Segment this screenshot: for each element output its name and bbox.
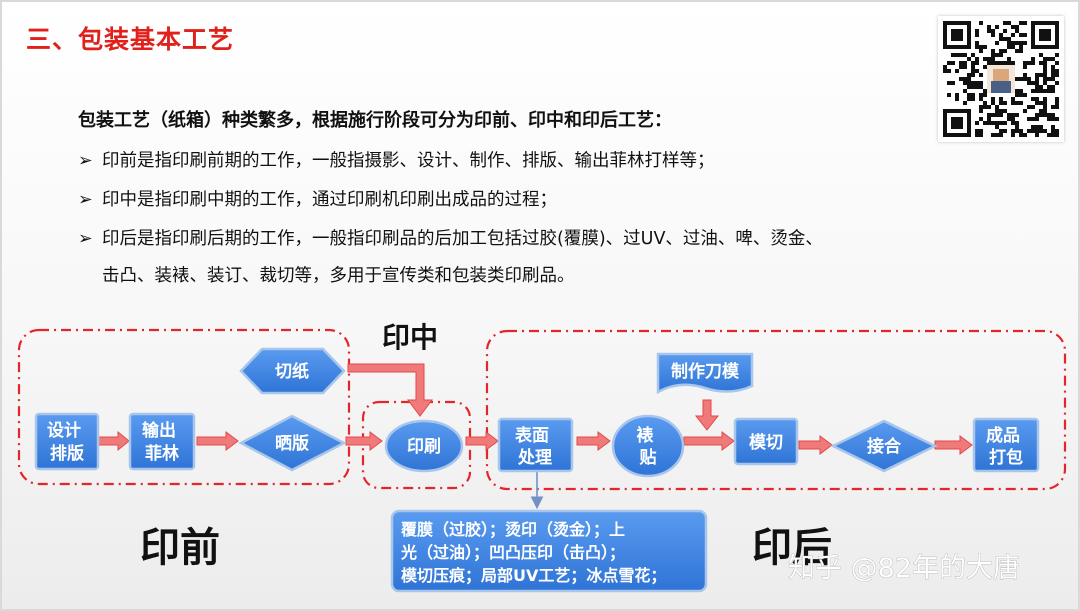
node-output	[128, 412, 196, 471]
detail-box	[390, 509, 708, 593]
bullet-postpress-continued: 击凸、装裱、装订、裁切等，多用于宣传类和包装类印刷品。	[102, 266, 575, 286]
intro-text: 包装工艺（纸箱）种类繁多，根据施行阶段可分为印前、印中和印后工艺：	[78, 110, 672, 131]
node-join	[830, 419, 938, 473]
node-cut-paper-label: 切纸	[275, 361, 309, 382]
node-die-cut	[733, 417, 799, 466]
node-surface	[497, 417, 574, 473]
node-design-label: 设计 排版	[47, 420, 87, 464]
node-die-cut-label: 模切	[749, 432, 783, 453]
arrow-join-to-finish	[934, 435, 973, 455]
bullet-postpress: ➢ 印后是指印刷后期的工作，一般指印刷品的后加工包括过胶(覆膜)、过UV、过油、啤…	[78, 225, 823, 250]
bullet-text: 印后是指印刷后期的工作，一般指印刷品的后加工包括过胶(覆膜)、过UV、过油、啤、…	[102, 229, 823, 249]
node-print	[384, 419, 464, 473]
arrow-output-to-sun	[196, 431, 239, 451]
bullet-arrow-icon: ➢	[78, 151, 93, 171]
node-die-label: 制作刀模	[671, 361, 740, 382]
node-mount-label: 裱 贴	[637, 425, 660, 468]
arrow-design-to-output	[97, 430, 130, 452]
node-surface-label: 表面 处理	[515, 425, 555, 468]
detail-box-text: 覆膜（过胶）；烫印（烫金）；上 光（过油）；凹凸压印（击凸）； 模切压痕；局部U…	[400, 520, 666, 585]
stage-label-press: 印中	[382, 321, 438, 354]
arrow-print-to-surface	[465, 431, 499, 451]
node-finish-label: 成品 打包	[986, 425, 1026, 468]
node-mount	[611, 414, 685, 478]
bullet-text: 印前是指印刷前期的工作，一般指摄影、设计、制作、排版、输出菲林打样等；	[102, 151, 715, 171]
node-design	[34, 412, 100, 471]
bullet-arrow-icon: ➢	[78, 229, 93, 249]
bullet-press: ➢ 印中是指印刷中期的工作，通过印刷机印刷出成品的过程；	[78, 186, 557, 211]
node-die	[656, 352, 754, 395]
arrow-surface-to-mount	[576, 431, 611, 451]
qr-code-icon	[938, 16, 1064, 142]
bullet-text: 印中是指印刷中期的工作，通过印刷机印刷出成品的过程；	[102, 190, 557, 210]
arrow-sun-to-print	[345, 431, 383, 451]
postpress-group	[485, 329, 1067, 491]
node-cut-paper	[239, 347, 346, 395]
qr-code-pattern	[943, 21, 1059, 137]
bullet-prepress: ➢ 印前是指印刷前期的工作，一般指摄影、设计、制作、排版、输出菲林打样等；	[78, 147, 715, 172]
node-print-label: 印刷	[407, 437, 441, 457]
node-sun	[238, 414, 347, 472]
arrow-mount-to-diecut	[683, 431, 735, 451]
arrow-diecut-to-join	[798, 435, 833, 455]
watermark: 知乎 @82年的大唐	[788, 553, 1020, 584]
bullet-arrow-icon: ➢	[78, 190, 93, 210]
arrow-cutpaper-to-print	[347, 363, 433, 417]
stage-label-postpress: 印后	[752, 525, 832, 571]
arrow-die-to-diecut	[694, 399, 720, 431]
slide-title: 三、包装基本工艺	[26, 25, 235, 54]
stage-label-prepress: 印前	[140, 525, 220, 571]
node-output-label: 输出 菲林	[142, 420, 182, 464]
node-sun-label: 晒版	[275, 433, 309, 454]
node-join-label: 接合	[867, 436, 902, 457]
node-finish	[972, 417, 1040, 473]
prepress-group	[17, 328, 351, 486]
